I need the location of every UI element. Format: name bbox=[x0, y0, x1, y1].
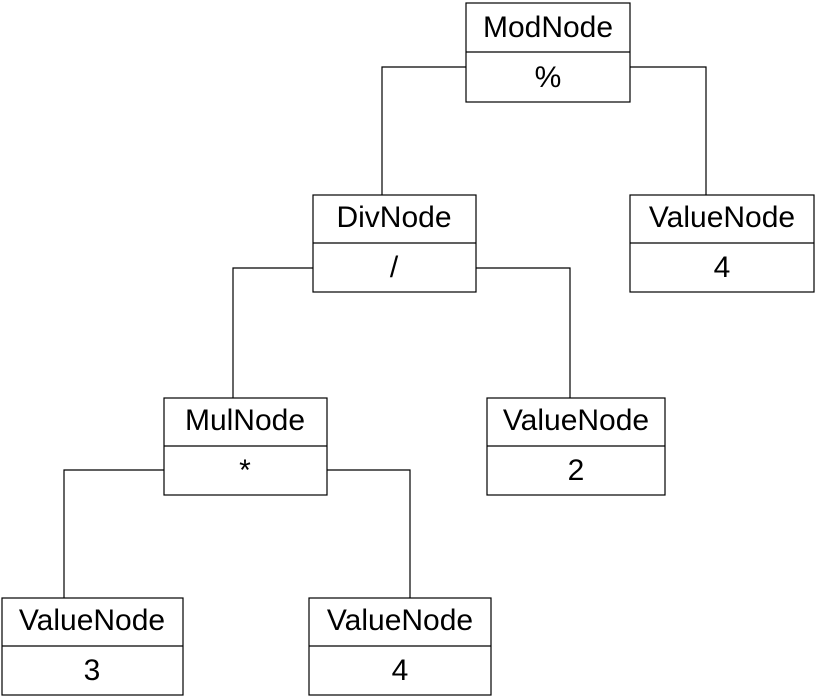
edge-mod-to-div bbox=[381, 66, 466, 195]
value-node-div-right-name: ValueNode bbox=[503, 404, 649, 437]
div-node-value: / bbox=[390, 251, 399, 284]
edge-div-to-value bbox=[476, 267, 571, 398]
value-node-mul-left: ValueNode 3 bbox=[1, 597, 184, 696]
value-node-div-right: ValueNode 2 bbox=[486, 397, 666, 496]
edges bbox=[63, 66, 707, 598]
mul-node-name: MulNode bbox=[185, 404, 305, 437]
mod-node-value: % bbox=[535, 61, 562, 94]
mul-node-value: * bbox=[239, 454, 251, 487]
div-node: DivNode / bbox=[312, 194, 477, 293]
mod-node: ModNode % bbox=[465, 2, 631, 103]
div-node-name: DivNode bbox=[336, 201, 451, 234]
value-node-mul-right-name: ValueNode bbox=[327, 604, 473, 637]
mul-node: MulNode * bbox=[163, 397, 328, 496]
value-node-root-right: ValueNode 4 bbox=[629, 194, 815, 293]
edge-mul-to-value-right bbox=[327, 469, 411, 598]
mod-node-name: ModNode bbox=[483, 11, 613, 44]
value-node-root-right-name: ValueNode bbox=[649, 201, 795, 234]
value-node-mul-left-value: 3 bbox=[84, 654, 101, 687]
edge-mod-to-value-right bbox=[630, 66, 707, 195]
edge-mul-to-value-left bbox=[63, 469, 164, 598]
edge-div-to-mul bbox=[232, 267, 313, 398]
value-node-mul-right: ValueNode 4 bbox=[308, 597, 492, 696]
value-node-mul-right-value: 4 bbox=[392, 654, 409, 687]
value-node-root-right-value: 4 bbox=[714, 251, 731, 284]
value-node-div-right-value: 2 bbox=[568, 454, 585, 487]
value-node-mul-left-name: ValueNode bbox=[19, 604, 165, 637]
